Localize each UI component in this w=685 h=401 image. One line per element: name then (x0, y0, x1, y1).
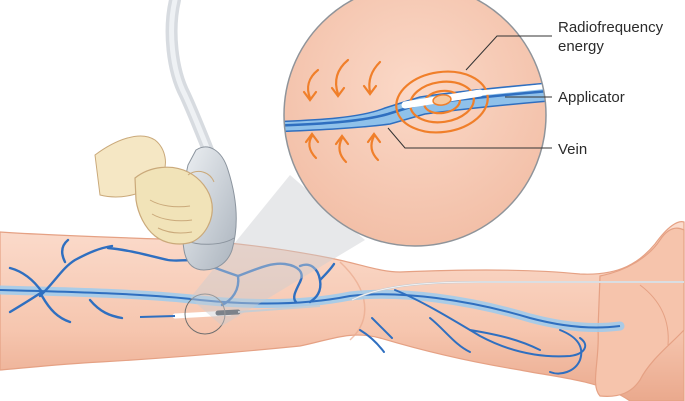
label-radiofrequency-energy: Radiofrequency energy (558, 18, 663, 56)
label-rf-line1: Radiofrequency (558, 18, 663, 37)
label-rf-line2: energy (558, 37, 663, 56)
label-vein: Vein (558, 140, 587, 159)
label-applicator: Applicator (558, 88, 625, 107)
